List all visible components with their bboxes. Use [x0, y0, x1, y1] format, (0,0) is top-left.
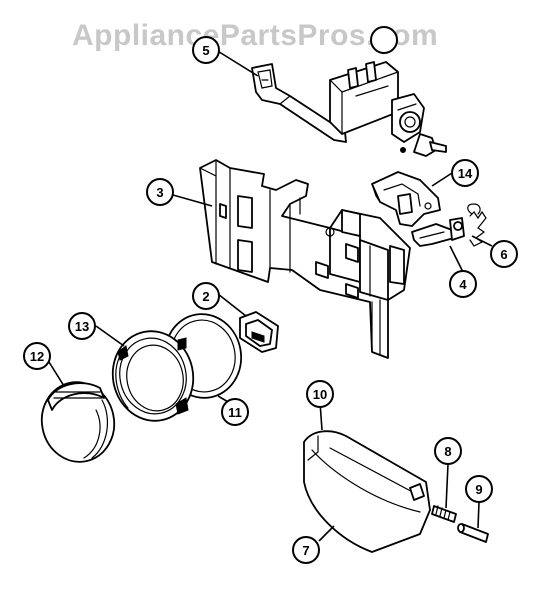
- callout-7-label: 7: [302, 543, 309, 558]
- callout-6: 6: [490, 240, 518, 268]
- callout-15: [370, 26, 398, 54]
- part-actuator-arm: [251, 63, 347, 143]
- callout-13: 13: [68, 312, 96, 340]
- callout-2: 2: [192, 282, 220, 310]
- callout-6-label: 6: [500, 247, 507, 262]
- callout-12: 12: [23, 342, 51, 370]
- part-cover: [303, 430, 431, 553]
- leader-lines: [48, 49, 493, 542]
- part-spring: [467, 203, 487, 247]
- part-switch: [329, 61, 447, 157]
- callout-14: 14: [451, 159, 479, 187]
- part-button-pad: [239, 311, 279, 353]
- callout-9: 9: [465, 475, 493, 503]
- callout-13-label: 13: [75, 319, 89, 334]
- callout-2-label: 2: [202, 289, 209, 304]
- callout-11: 11: [221, 398, 249, 426]
- part-cap-knob: [40, 381, 116, 463]
- callout-8-label: 8: [444, 444, 451, 459]
- callout-5: 5: [192, 36, 220, 64]
- callout-3-label: 3: [156, 185, 163, 200]
- callout-9-label: 9: [475, 482, 482, 497]
- part-cam-latch: [371, 171, 441, 227]
- part-small-spring: [431, 505, 457, 523]
- part-threaded-bezel: [111, 330, 195, 422]
- part-bracket-housing: [199, 159, 411, 359]
- callout-11-label: 11: [228, 405, 242, 420]
- part-pin: [457, 523, 489, 543]
- callout-7: 7: [292, 536, 320, 564]
- callout-3: 3: [146, 178, 174, 206]
- callout-10-label: 10: [313, 387, 327, 402]
- part-small-lever: [411, 217, 465, 247]
- callout-5-label: 5: [202, 43, 209, 58]
- callout-4: 4: [449, 270, 477, 298]
- callout-12-label: 12: [30, 349, 44, 364]
- callout-8: 8: [434, 437, 462, 465]
- callout-10: 10: [306, 380, 334, 408]
- callout-14-label: 14: [458, 166, 473, 181]
- callout-4-label: 4: [459, 277, 467, 292]
